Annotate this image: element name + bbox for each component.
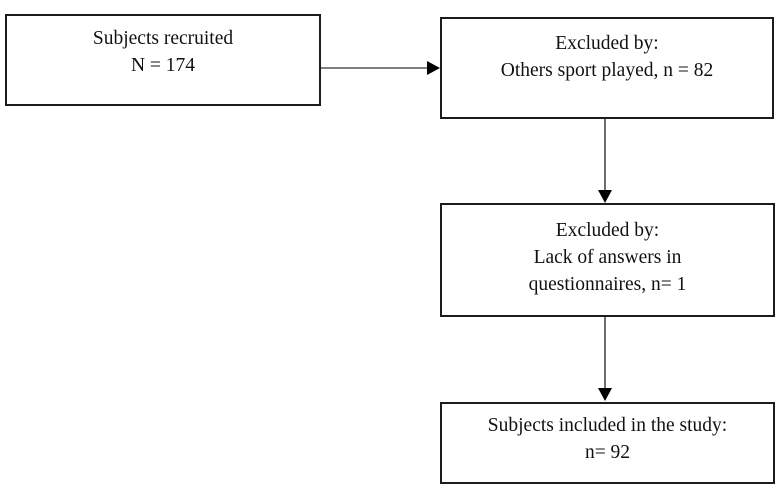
- box-text-line: N = 174: [130, 55, 196, 76]
- box-text-line: Others sport played, n = 82: [500, 60, 714, 81]
- arrow-recruited-to-excluded-sport: [321, 61, 440, 75]
- box-excluded-questionnaire: Excluded by: Lack of answers in question…: [440, 203, 775, 317]
- arrowhead-right-icon: [427, 61, 440, 75]
- arrowhead-down-icon: [598, 388, 612, 401]
- box-text-line: Lack of answers in: [533, 247, 682, 268]
- arrowhead-down-icon: [598, 190, 612, 203]
- arrow-excluded-sport-to-excluded-questionnaire: [598, 119, 612, 203]
- box-text-line: Excluded by:: [555, 33, 659, 54]
- arrow-excluded-questionnaire-to-included: [598, 317, 612, 401]
- box-text-line: Subjects included in the study:: [487, 415, 728, 436]
- box-subjects-included: Subjects included in the study: n= 92: [440, 402, 775, 484]
- box-text-line: questionnaires, n= 1: [528, 274, 687, 295]
- box-excluded-other-sport: Excluded by: Others sport played, n = 82: [440, 17, 774, 119]
- box-subjects-recruited: Subjects recruited N = 174: [5, 14, 321, 106]
- box-text-line: n= 92: [584, 442, 631, 463]
- box-text-line: Excluded by:: [555, 220, 660, 241]
- box-text-line: Subjects recruited: [92, 28, 234, 49]
